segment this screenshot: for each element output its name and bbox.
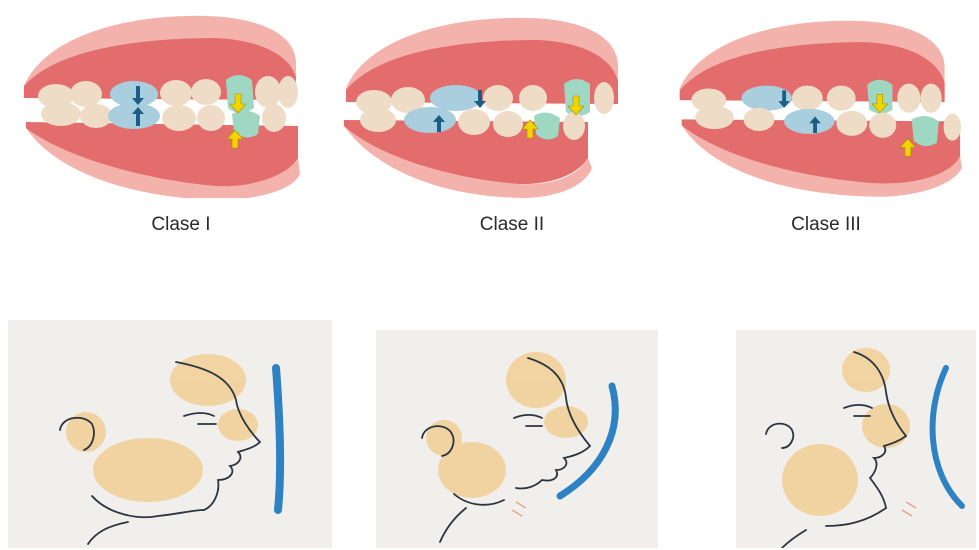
face-profile-clase-ii bbox=[376, 330, 658, 548]
gum-lower bbox=[26, 122, 300, 198]
lower-canine-highlight bbox=[912, 116, 939, 146]
face-profile-clase-iii bbox=[736, 330, 976, 548]
label-clase-iii: Clase III bbox=[726, 214, 926, 236]
lower-molar-highlight bbox=[404, 107, 456, 133]
lower-molar-highlight bbox=[784, 109, 834, 134]
teeth-illustration-clase-iii bbox=[672, 8, 962, 198]
profile-line-icon bbox=[276, 368, 280, 510]
label-clase-i: Clase I bbox=[81, 214, 281, 236]
lower-molar-highlight bbox=[108, 103, 160, 129]
label-clase-ii: Clase II bbox=[412, 214, 612, 236]
upper-molar-highlight bbox=[430, 85, 482, 111]
teeth-illustration-clase-ii bbox=[338, 8, 628, 198]
lower-canine-highlight bbox=[534, 112, 560, 139]
teeth-illustration-clase-i bbox=[16, 8, 306, 198]
face-profile-clase-i bbox=[8, 320, 332, 548]
